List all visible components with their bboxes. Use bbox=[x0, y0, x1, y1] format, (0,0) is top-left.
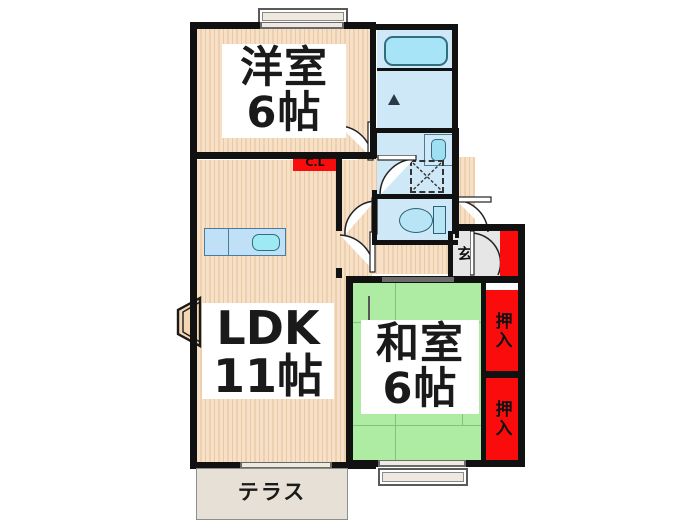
label-ldk-size: 11帖 bbox=[212, 348, 323, 403]
label-washitsu-name: 和室 bbox=[376, 319, 464, 369]
wall-left-outer bbox=[190, 22, 197, 469]
window-sash-top-inner bbox=[262, 12, 344, 21]
washbasin-icon bbox=[431, 139, 446, 161]
bay-window-icon bbox=[176, 296, 202, 348]
wall-right-outer bbox=[518, 224, 525, 467]
oshiire-lower-label: 押入 bbox=[491, 400, 512, 438]
window-washitsu-bottom-glass bbox=[380, 461, 464, 465]
kitchen-sink-icon bbox=[252, 234, 280, 251]
wall-left-wetstrip-2 bbox=[372, 190, 377, 245]
terrace-label-text: テラス bbox=[237, 480, 307, 504]
terrace-label: テラス bbox=[196, 480, 348, 506]
washing-machine-cross-icon bbox=[412, 162, 442, 191]
toilet-tank-icon bbox=[433, 206, 446, 234]
window-washitsu-sash-inner bbox=[382, 472, 464, 482]
window-washitsu-top bbox=[382, 277, 454, 282]
entrance-label: 玄 bbox=[457, 245, 473, 263]
wall-bottom-wetstrip bbox=[372, 240, 458, 245]
bathtub-icon bbox=[384, 36, 448, 66]
wall-oshiire-left bbox=[481, 276, 486, 466]
toilet-top-wall bbox=[377, 194, 455, 199]
tatami-seam-h2 bbox=[352, 425, 484, 426]
door-arc-washroom-icon bbox=[377, 155, 417, 196]
wall-left-wetstrip bbox=[372, 128, 377, 158]
label-yoshitsu: 洋室 6帖 bbox=[222, 44, 346, 138]
label-washitsu: 和室 6帖 bbox=[361, 320, 479, 414]
terrace-floor bbox=[196, 468, 348, 520]
wall-top-bath bbox=[374, 24, 458, 30]
bath-divider-wall bbox=[377, 68, 455, 71]
bath-vent-icon bbox=[388, 94, 400, 105]
kitchen-counter-seam bbox=[228, 228, 229, 256]
toilet-bowl-icon bbox=[399, 208, 433, 233]
entrance-door-arc-icon bbox=[470, 231, 502, 276]
label-ldk: LDK 11帖 bbox=[202, 301, 334, 403]
oshiire-lower-box bbox=[485, 378, 519, 460]
oshiire-upper-box bbox=[485, 290, 519, 372]
window-yoshitsu-top-glass bbox=[262, 23, 342, 27]
closet-cl-box bbox=[293, 155, 337, 171]
door-arc-ldk-icon bbox=[339, 231, 376, 273]
window-ldk-bottom-glass bbox=[242, 463, 330, 467]
wall-oshiire-divider bbox=[481, 371, 525, 378]
oshiire-upper-label: 押入 bbox=[491, 312, 512, 350]
label-yoshitsu-size: 6帖 bbox=[246, 87, 322, 138]
wall-yoshitsu-ldk bbox=[190, 152, 376, 159]
wall-ldk-hallway-lower bbox=[336, 268, 342, 278]
wall-entrance-left bbox=[448, 231, 453, 279]
wall-right-wetstrip bbox=[455, 128, 459, 238]
shoe-closet-box bbox=[500, 231, 519, 277]
wall-top-entrance bbox=[452, 224, 524, 231]
wall-right-yoshitsu bbox=[370, 22, 376, 159]
label-ldk-name: LDK bbox=[216, 301, 320, 355]
entrance-floor bbox=[452, 231, 500, 277]
closet-cl-label: C.L bbox=[305, 156, 325, 169]
label-washitsu-size: 6帖 bbox=[382, 363, 458, 414]
wall-left-washitsu bbox=[346, 276, 353, 467]
washing-machine-space-icon bbox=[410, 160, 444, 193]
label-yoshitsu-name: 洋室 bbox=[240, 43, 328, 93]
washroom-top-wall bbox=[377, 128, 455, 133]
wall-ldk-hallway bbox=[336, 159, 342, 231]
sliding-door-ldk-washitsu-upper bbox=[368, 296, 370, 338]
